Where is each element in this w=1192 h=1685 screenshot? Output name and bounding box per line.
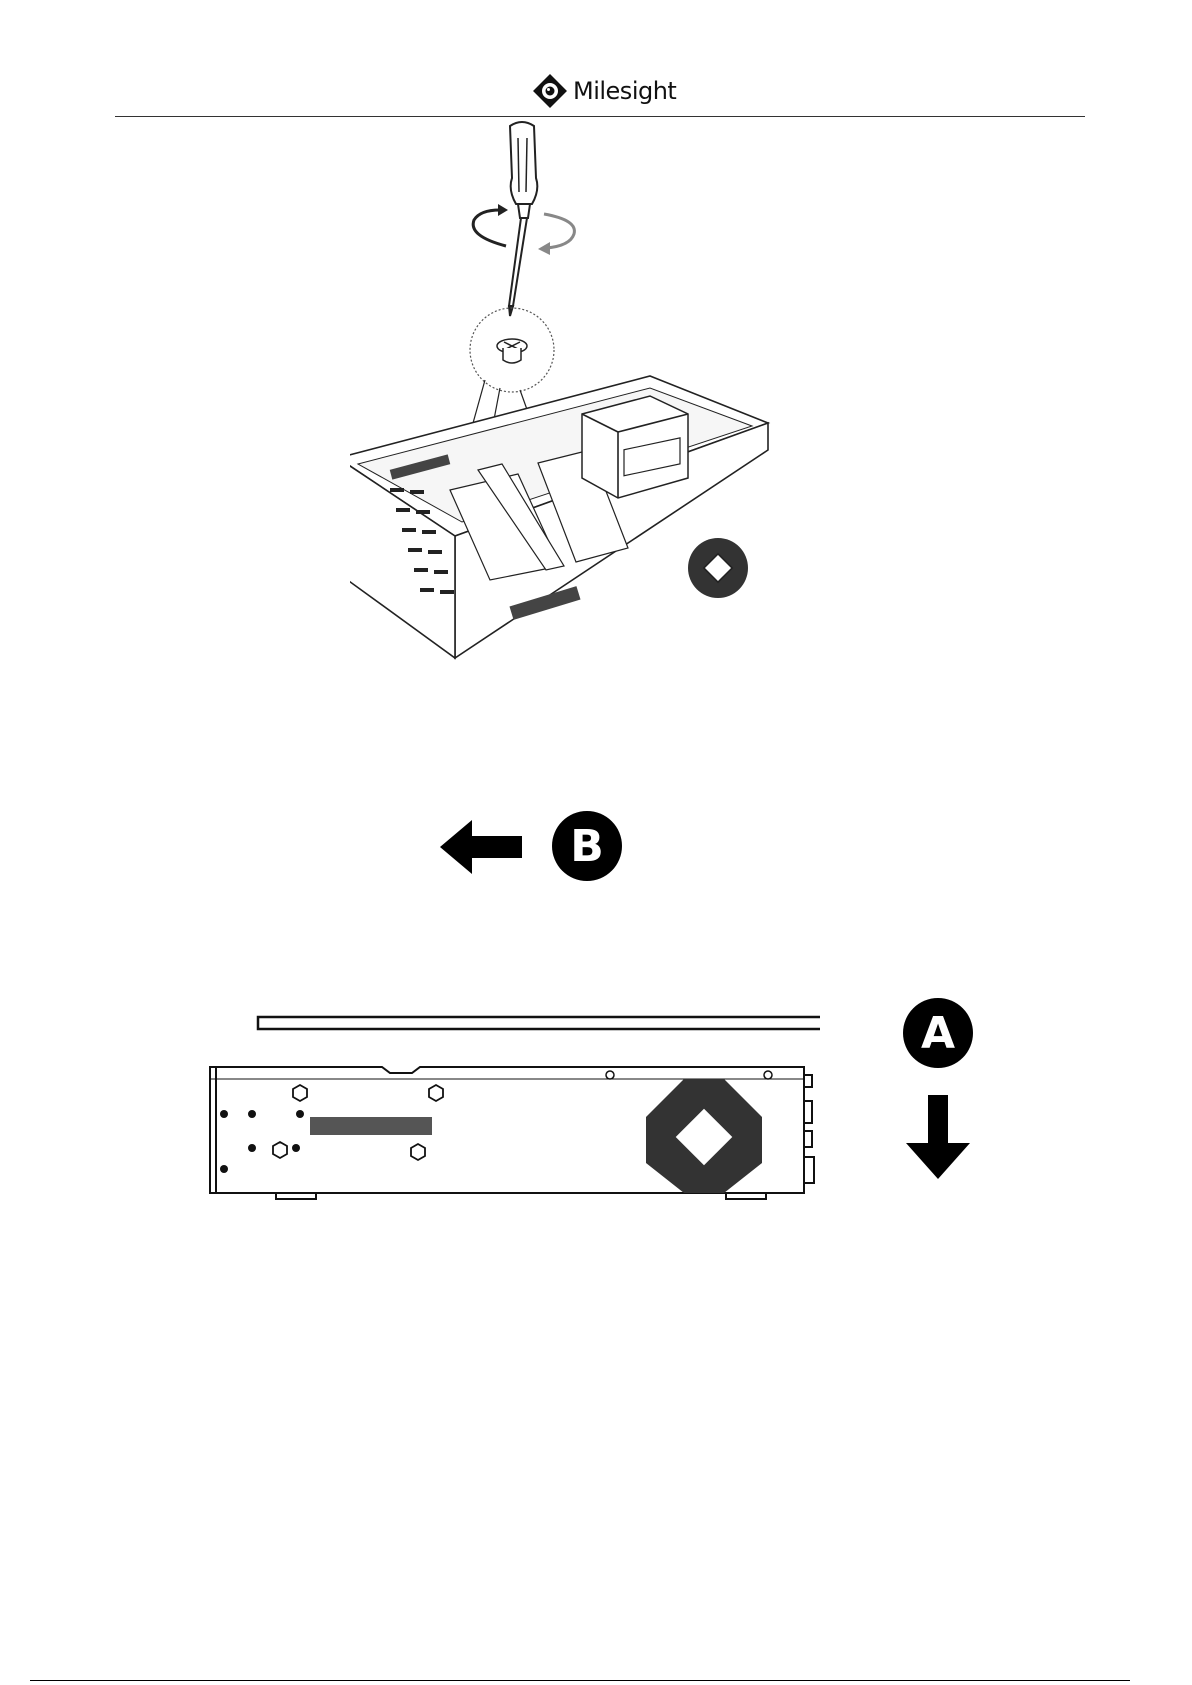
header-divider	[115, 116, 1085, 117]
nvr-chassis-open	[350, 376, 768, 658]
arrow-down-icon	[906, 1095, 970, 1179]
footer-divider	[30, 1680, 1130, 1681]
brand-logo: Milesight	[533, 74, 676, 108]
top-cover-plate	[258, 1017, 820, 1029]
arrow-left-icon	[440, 818, 522, 876]
side-vent	[310, 1117, 432, 1135]
page-header: Milesight	[115, 70, 1085, 118]
step-a-badge: A	[903, 998, 973, 1068]
screwdriver-icon	[509, 122, 537, 316]
step-b-badge: B	[552, 811, 622, 881]
milesight-logo-icon	[533, 74, 567, 108]
brand-name: Milesight	[573, 77, 676, 105]
chassis-screw-removal-illustration	[350, 118, 840, 718]
screw-icon	[497, 339, 527, 363]
chassis-side-view-illustration	[200, 1005, 820, 1205]
